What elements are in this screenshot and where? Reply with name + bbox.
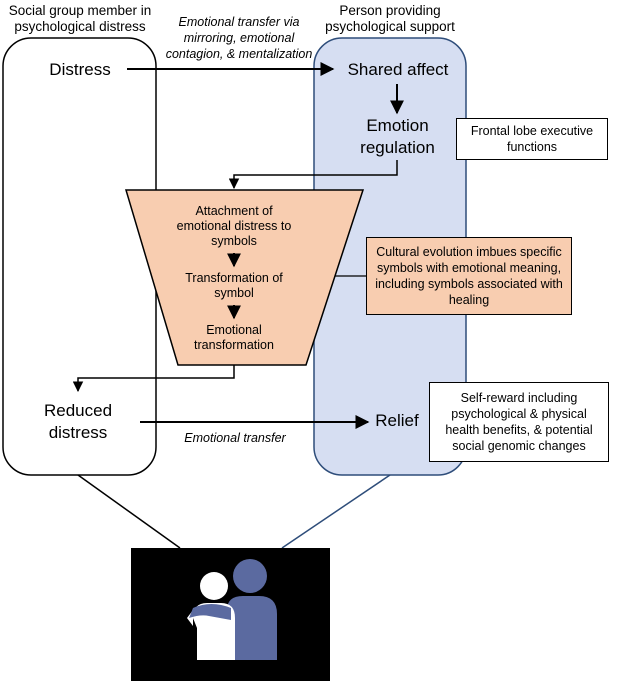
- top-arrow-label: Emotional transfer via mirroring, emotio…: [165, 15, 313, 61]
- embracing-arm: [189, 604, 231, 620]
- relief-label: Relief: [375, 411, 419, 430]
- funnel-shape: [124, 189, 365, 366]
- bottom-arrow-label: Emotional transfer: [184, 431, 286, 445]
- funnel-to-reduced-arrow: [72, 365, 235, 393]
- supporter-figure: [227, 559, 277, 660]
- two-people-embrace-icon: [187, 559, 277, 660]
- emotion-regulation-label: Emotion regulation: [360, 116, 435, 157]
- funnel-step-2: Transformation of symbol: [185, 271, 283, 300]
- reduced-distress-label: Reduced distress: [43, 401, 113, 442]
- self-reward-box: Self-reward including psychological & ph…: [429, 382, 609, 462]
- regulation-to-funnel-arrow: [228, 160, 398, 190]
- distress-label: Distress: [49, 60, 111, 79]
- right-panel-connector: [281, 474, 391, 549]
- cultural-evolution-box: Cultural evolution imbues specific symbo…: [366, 237, 572, 315]
- right-heading: Person providing psychological support: [325, 3, 455, 34]
- left-panel-connector: [77, 474, 181, 549]
- shared-affect-label: Shared affect: [347, 60, 449, 79]
- embrace-image: [131, 548, 330, 681]
- funnel-step-3: Emotional transformation: [194, 323, 274, 352]
- left-heading: Social group member in psychological dis…: [8, 3, 152, 34]
- frontal-lobe-box: Frontal lobe executive functions: [456, 118, 608, 160]
- funnel-step-1: Attachment of emotional distress to symb…: [176, 204, 292, 248]
